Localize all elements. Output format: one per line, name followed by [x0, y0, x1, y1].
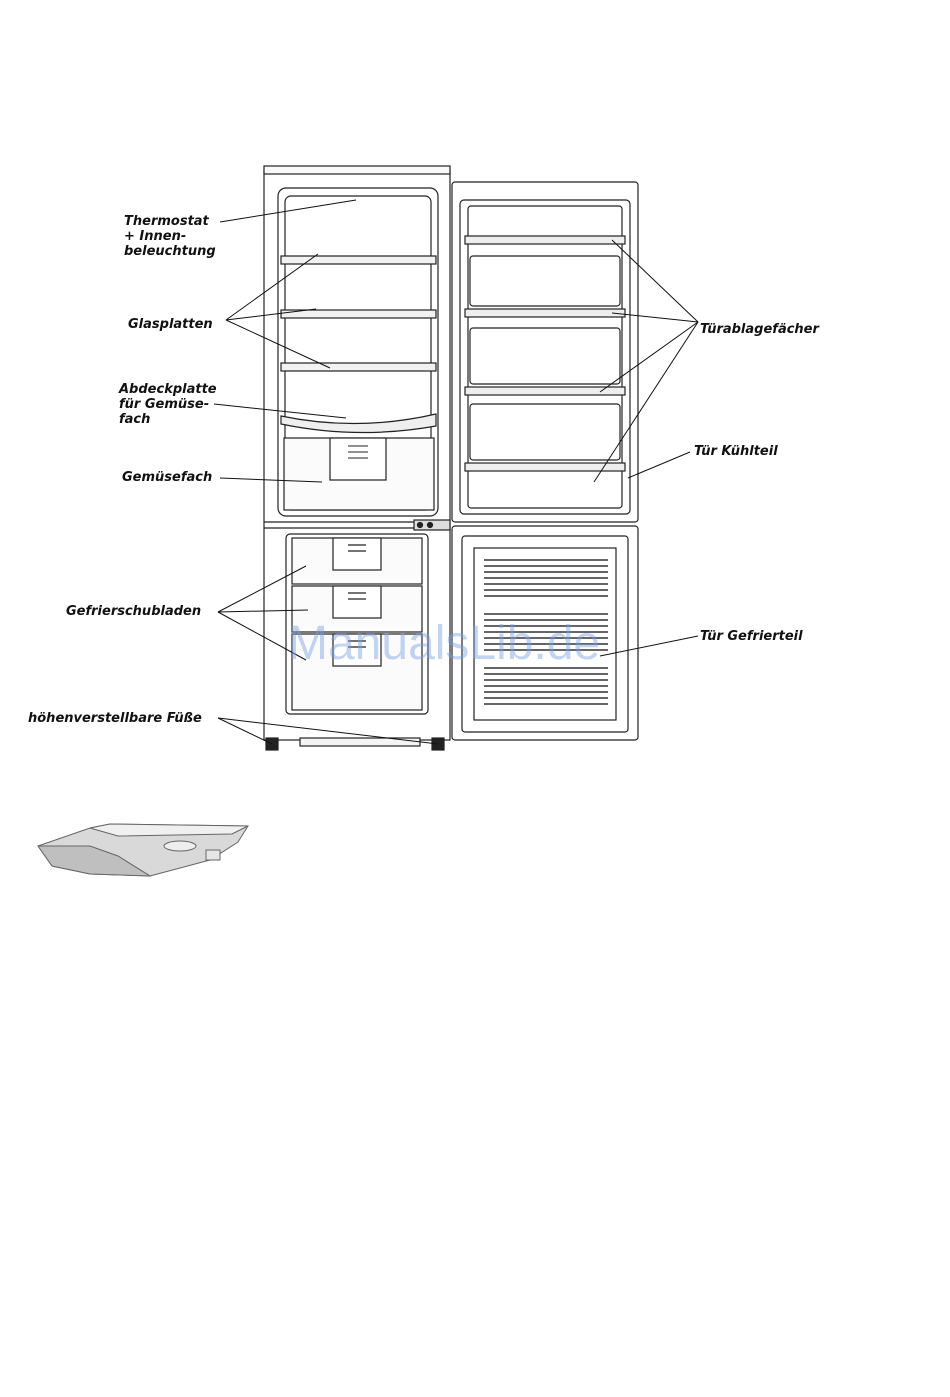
- glass-shelf-1: [281, 256, 436, 264]
- label-freezer-door: Tür Gefrierteil: [700, 629, 803, 644]
- glass-shelf-3: [281, 363, 436, 371]
- door-shelf-2: [465, 309, 625, 317]
- base-plinth: [300, 738, 420, 746]
- glass-shelf-2: [281, 310, 436, 318]
- watermark: ManualsLib.de: [288, 616, 600, 671]
- crisper-cover-illustration: [38, 824, 248, 876]
- cabinet-top: [264, 166, 450, 174]
- label-glass-shelves: Glasplatten: [128, 317, 213, 332]
- crisper-cover: [281, 414, 436, 433]
- door-shelf-4: [465, 463, 625, 471]
- label-freezer-drawers: Gefrierschubladen: [66, 604, 201, 619]
- freezer-drawer-1: [292, 538, 422, 584]
- label-door-shelves: Türablagefächer: [700, 322, 819, 337]
- label-adjustable-feet: höhenverstellbare Füße: [28, 711, 202, 726]
- label-crisper-cover: Abdeckplatte für Gemüse- fach: [119, 382, 217, 427]
- label-thermostat: Thermostat + Innen- beleuchtung: [124, 214, 216, 259]
- door-shelf-1: [465, 236, 625, 244]
- label-crisper: Gemüsefach: [122, 470, 212, 485]
- label-fridge-door: Tür Kühlteil: [694, 444, 778, 459]
